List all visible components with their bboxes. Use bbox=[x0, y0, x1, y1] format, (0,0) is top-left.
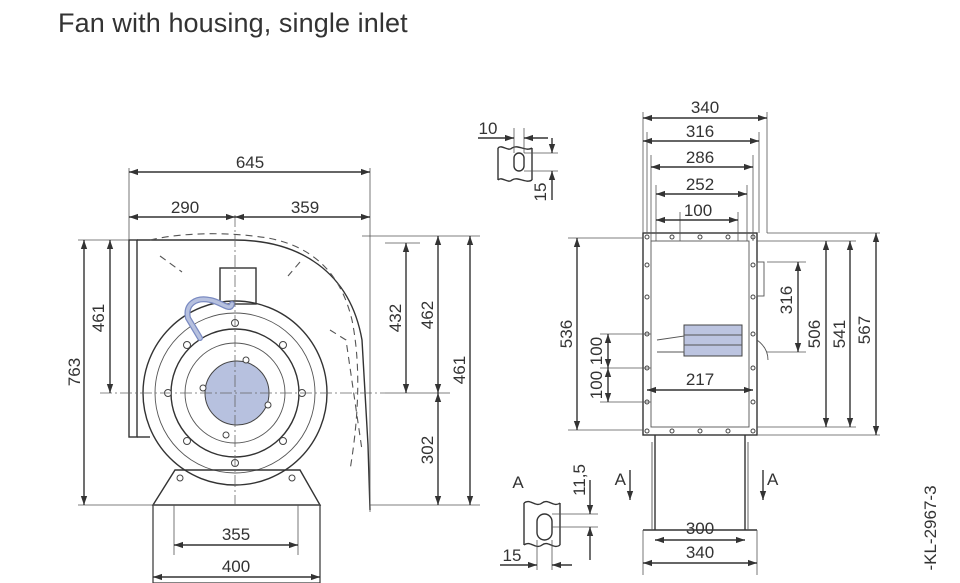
dim-slot-10: 10 bbox=[479, 119, 498, 138]
motor-block bbox=[683, 324, 743, 357]
dim-461-left: 461 bbox=[89, 304, 108, 332]
dim-slot-15: 15 bbox=[531, 183, 550, 202]
dim-645: 645 bbox=[236, 153, 264, 172]
dim-359: 359 bbox=[291, 198, 319, 217]
section-marker-right: A bbox=[767, 470, 779, 489]
dim-252: 252 bbox=[686, 175, 714, 194]
dim-11-5: 11,5 bbox=[570, 464, 589, 496]
dim-567: 567 bbox=[855, 316, 874, 344]
dim-461-right: 461 bbox=[450, 356, 469, 384]
section-detail-a: A 11,5 15 bbox=[500, 464, 598, 570]
dim-541: 541 bbox=[830, 320, 849, 348]
dim-340-top: 340 bbox=[691, 98, 719, 117]
slot-detail: 10 15 bbox=[478, 119, 558, 201]
dim-400: 400 bbox=[222, 557, 250, 576]
dim-100-b: 100 bbox=[587, 371, 606, 399]
drawing-code: -KL-2967-3 bbox=[921, 485, 940, 570]
section-label: A bbox=[512, 473, 524, 492]
dim-300: 300 bbox=[686, 519, 714, 538]
dim-100-top: 100 bbox=[684, 201, 712, 220]
dim-217: 217 bbox=[686, 370, 714, 389]
dim-462: 462 bbox=[418, 301, 437, 329]
dim-286: 286 bbox=[686, 148, 714, 167]
dim-290: 290 bbox=[171, 198, 199, 217]
dim-15-section: 15 bbox=[503, 546, 522, 565]
dim-316-right: 316 bbox=[777, 286, 796, 314]
page-title: Fan with housing, single inlet bbox=[58, 8, 408, 38]
dim-340-bottom: 340 bbox=[686, 543, 714, 562]
dim-432: 432 bbox=[386, 304, 405, 332]
dim-316-top: 316 bbox=[686, 122, 714, 141]
dim-506: 506 bbox=[805, 320, 824, 348]
section-marker-left: A bbox=[615, 470, 627, 489]
front-view: 645 290 359 763 461 432 462 461 302 355 … bbox=[65, 153, 480, 583]
dim-355: 355 bbox=[222, 525, 250, 544]
dim-302: 302 bbox=[418, 436, 437, 464]
dim-100-a: 100 bbox=[587, 337, 606, 365]
dim-536: 536 bbox=[557, 320, 576, 348]
side-view: A A 340 316 286 252 100 536 100 100 bbox=[557, 98, 880, 575]
dim-763: 763 bbox=[65, 358, 84, 386]
